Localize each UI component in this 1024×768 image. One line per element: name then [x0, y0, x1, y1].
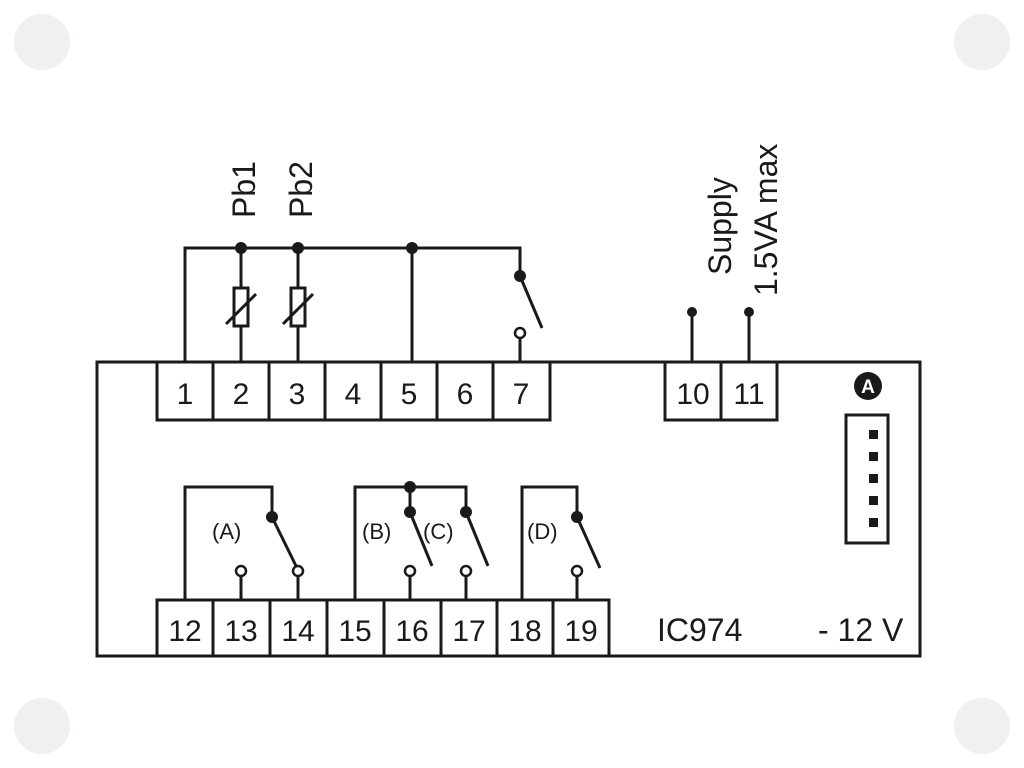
terminal-label: 17 — [452, 615, 485, 648]
terminal-label: 1 — [177, 378, 194, 411]
supply-label: Supply — [702, 177, 738, 275]
relay-open-contacts — [234, 564, 584, 578]
relay-d-label: (D) — [527, 519, 558, 544]
model-suffix: - 12 V — [818, 612, 904, 648]
terminal-label: 12 — [168, 615, 201, 648]
wiring-dots — [235, 242, 754, 317]
probe-2-label: Pb2 — [283, 161, 319, 218]
relay-contacts — [266, 481, 583, 523]
terminal-label: 4 — [345, 378, 362, 411]
terminal-label: 18 — [508, 615, 541, 648]
model-prefix: IC974 — [657, 612, 742, 648]
probe-1-label: Pb1 — [226, 161, 262, 218]
terminal-label: 5 — [401, 378, 418, 411]
terminal-label: 6 — [457, 378, 474, 411]
supply-terminal-block: 10 11 — [663, 360, 779, 422]
terminal-label: 15 — [338, 615, 371, 648]
terminal-label: 10 — [676, 378, 709, 411]
terminal-label: 11 — [733, 378, 764, 411]
relay-b-label: (B) — [362, 519, 391, 544]
watermark-top-left — [14, 14, 70, 70]
relay-c-label: (C) — [423, 519, 454, 544]
top-terminal-block: 1 2 3 4 5 6 7 — [155, 360, 552, 422]
watermark-bottom-left — [14, 698, 70, 754]
port-marker-label: A — [861, 377, 875, 398]
terminal-label: 13 — [224, 615, 257, 648]
probe-wiring — [183, 246, 751, 362]
watermark-bottom-right — [954, 698, 1010, 754]
relay-wiring — [183, 485, 602, 600]
terminal-label: 2 — [233, 378, 250, 411]
terminal-label: 3 — [289, 378, 306, 411]
bottom-terminal-block: 12 13 14 15 16 17 18 19 — [155, 598, 611, 658]
port-marker-badge — [854, 372, 882, 400]
supply-rating-label: 1.5VA max — [748, 144, 784, 296]
connector-port — [844, 413, 890, 545]
terminal-label: 7 — [513, 378, 530, 411]
relay-a-label: (A) — [212, 519, 241, 544]
terminal-label: 19 — [564, 615, 597, 648]
watermark-top-right — [954, 14, 1010, 70]
terminal-label: 16 — [395, 615, 428, 648]
switch-open-contact — [513, 326, 527, 340]
terminal-label: 14 — [281, 615, 314, 648]
